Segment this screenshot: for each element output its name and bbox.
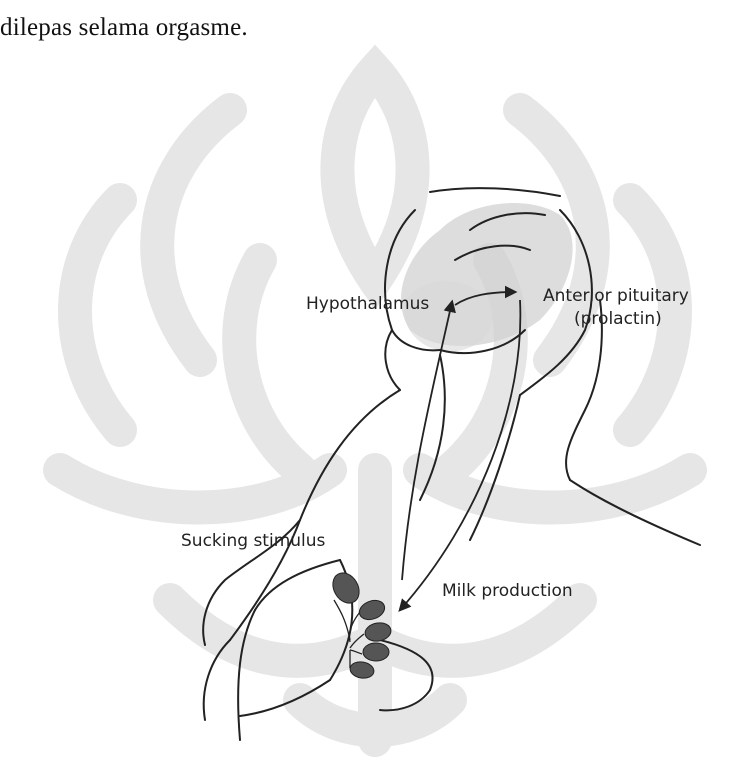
milk-production-label: Milk production — [442, 581, 573, 601]
anterior-pituitary-label: Anterior pituitary — [543, 286, 689, 306]
sucking-stimulus-label: Sucking stimulus — [181, 531, 326, 551]
prolactin-label: (prolactin) — [574, 309, 662, 329]
hypothalamus-label: Hypothalamus — [306, 294, 429, 314]
